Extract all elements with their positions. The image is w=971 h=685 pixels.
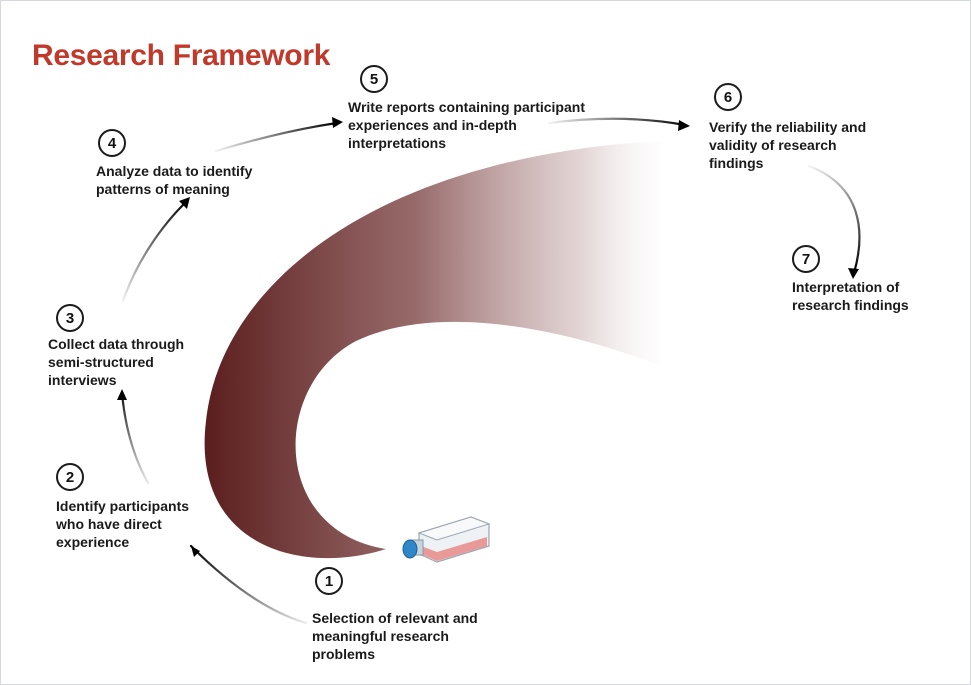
swoosh-ribbon — [204, 141, 661, 559]
step-4-label: Analyze data to identify patterns of mea… — [96, 163, 253, 197]
step-1-label: Selection of relevant and meaningful res… — [312, 610, 478, 662]
arrow-4-to-5 — [214, 121, 339, 153]
arrow-3-to-4 — [121, 199, 189, 303]
step-2-number-badge: 2 — [56, 463, 84, 491]
page-title: Research Framework — [32, 39, 331, 72]
step-5-label: Write reports containing participant exp… — [348, 99, 585, 151]
step-7-label: Interpretation of research findings — [792, 279, 909, 313]
step-3-number-badge: 3 — [56, 304, 84, 332]
arrowhead-3 — [117, 389, 127, 400]
arrow-1-to-2 — [189, 544, 308, 625]
arrowhead-7 — [848, 268, 859, 279]
step-1-number-badge: 1 — [315, 567, 343, 595]
step-6-number-badge: 6 — [714, 83, 742, 111]
step-5-number-badge: 5 — [360, 65, 388, 93]
arrowhead-4 — [179, 197, 190, 209]
arrow-5-to-6 — [547, 117, 687, 127]
step-3-label: Collect data through semi-structured int… — [48, 336, 185, 388]
step-7-number-badge: 7 — [792, 245, 820, 273]
cell-culture-flask-icon — [402, 516, 491, 563]
step-4-number-badge: 4 — [98, 129, 126, 157]
arrowhead-5 — [332, 117, 343, 128]
step-2-label: Identify participants who have direct ex… — [56, 498, 190, 550]
arrowhead-6 — [678, 120, 690, 131]
arrow-2-to-3 — [120, 391, 150, 485]
arrowhead-2 — [191, 546, 200, 557]
step-6-label: Verify the reliability and validity of r… — [709, 119, 867, 171]
arrow-6-to-7 — [807, 164, 861, 275]
